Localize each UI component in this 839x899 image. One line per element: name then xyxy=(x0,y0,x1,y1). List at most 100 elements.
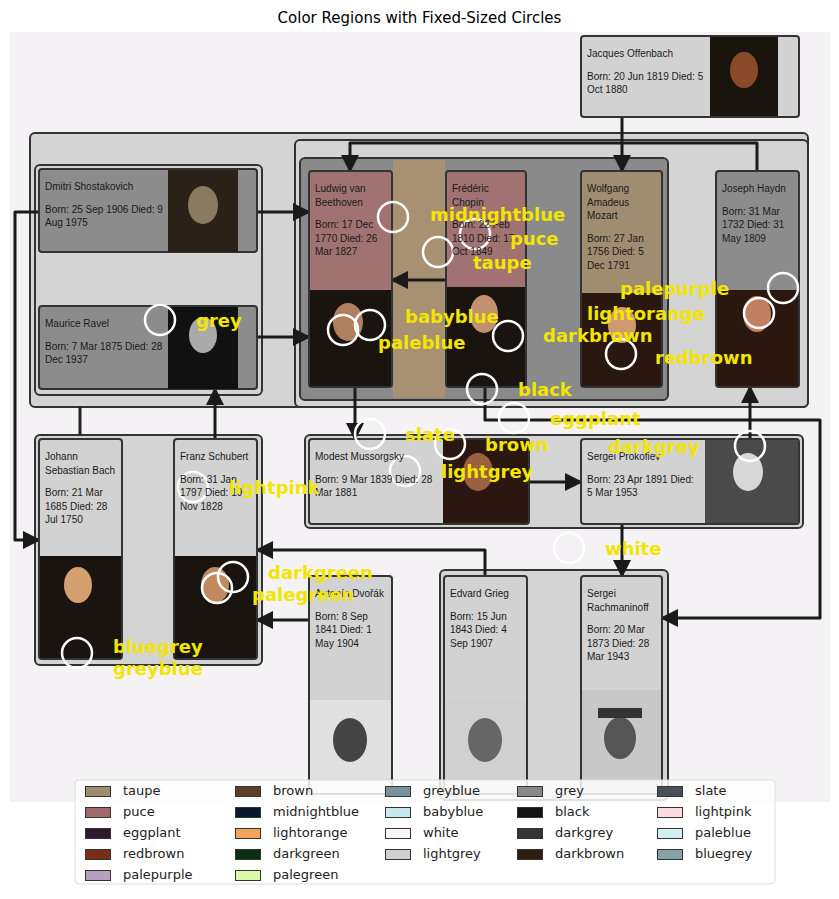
marker-circle xyxy=(328,315,358,345)
color-label: redbrown xyxy=(655,347,753,368)
marker-circle xyxy=(768,273,798,303)
life-dates: Born: 21 Mar 1685 Died: 28 Jul 1750 xyxy=(45,486,118,527)
legend-swatch xyxy=(235,828,261,839)
chart-title: Color Regions with Fixed-Sized Circles xyxy=(0,9,839,27)
composer-name: Modest Mussorgsky xyxy=(315,450,440,464)
color-label: lightorange xyxy=(587,303,705,324)
marker-circle xyxy=(202,573,232,603)
composer-name: Maurice Ravel xyxy=(45,317,167,331)
life-dates: Born: 17 Dec 1770 Died: 26 Mar 1827 xyxy=(315,218,388,259)
composer-name: Joseph Haydn xyxy=(722,182,795,196)
connector xyxy=(258,619,308,622)
group-box xyxy=(300,158,668,400)
connector xyxy=(214,390,217,438)
group-box xyxy=(35,435,262,665)
legend-swatch xyxy=(85,870,111,881)
portrait xyxy=(310,700,391,793)
group-fill xyxy=(393,160,445,398)
portrait xyxy=(445,700,526,793)
connector xyxy=(15,212,38,540)
legend-text: lightorange xyxy=(273,825,348,841)
legend-text: lightpink xyxy=(695,804,751,820)
color-label: lightpink xyxy=(229,477,319,498)
portrait-face xyxy=(333,718,367,762)
color-label: darkbrown xyxy=(543,325,652,346)
legend-text: redbrown xyxy=(123,846,184,862)
group-box xyxy=(30,133,808,407)
legend-text: paleblue xyxy=(695,825,751,841)
color-label: brown xyxy=(485,434,549,455)
marker-circle xyxy=(178,472,208,502)
legend-text: darkgreen xyxy=(273,846,340,862)
portrait-face xyxy=(188,186,218,224)
legend-swatch xyxy=(85,807,111,818)
composer-name: Dmitri Shostakovich xyxy=(45,180,167,194)
legend-swatch xyxy=(517,849,543,860)
legend-swatch xyxy=(235,807,261,818)
text-area: Dmitri ShostakovichBorn: 25 Sep 1906 Die… xyxy=(45,180,167,230)
portrait-hat xyxy=(598,708,642,718)
group-box xyxy=(440,570,668,800)
text-area: Sergei RachmaninoffBorn: 20 Mar 1873 Die… xyxy=(587,587,658,664)
legend-swatch xyxy=(657,807,683,818)
composer-name: Ludwig van Beethoven xyxy=(315,182,388,209)
composer-name: Wolfgang Amadeus Mozart xyxy=(587,182,658,223)
text-area: Sergei ProkofievBorn: 23 Apr 1891 Died: … xyxy=(587,450,702,500)
portrait xyxy=(40,556,121,658)
color-label: slate xyxy=(405,424,455,445)
portrait-face xyxy=(64,567,92,603)
connector xyxy=(530,481,580,484)
legend-swatch xyxy=(85,786,111,797)
marker-circle xyxy=(62,638,92,668)
legend-swatch xyxy=(385,828,411,839)
color-label: darkgrey xyxy=(608,436,700,457)
composer-name: Sergei Rachmaninoff xyxy=(587,587,658,614)
text-area: Johann Sebastian BachBorn: 21 Mar 1685 D… xyxy=(45,450,118,527)
color-label: palegreen xyxy=(252,584,354,605)
text-area: Modest MussorgskyBorn: 9 Mar 1839 Died: … xyxy=(315,450,440,500)
color-label: puce xyxy=(510,228,559,249)
legend-swatch xyxy=(657,849,683,860)
life-dates: Born: 31 Mar 1732 Died: 31 May 1809 xyxy=(722,205,795,246)
legend-text: palepurple xyxy=(123,867,193,883)
composer-name: Jacques Offenbach xyxy=(587,47,709,61)
portrait xyxy=(582,690,661,793)
composer-name: Franz Schubert xyxy=(180,450,253,464)
connector xyxy=(258,336,308,339)
legend-swatch xyxy=(235,870,261,881)
legend-swatch xyxy=(517,828,543,839)
life-dates: Born: 23 Apr 1891 Died: 5 Mar 1953 xyxy=(587,473,702,500)
legend-swatch xyxy=(657,786,683,797)
legend-text: greyblue xyxy=(423,783,480,799)
text-area: Jacques OffenbachBorn: 20 Jun 1819 Died:… xyxy=(587,47,709,97)
marker-circle xyxy=(390,456,420,486)
color-label: black xyxy=(518,379,572,400)
life-dates: Born: 8 Sep 1841 Died: 1 May 1904 xyxy=(315,610,388,651)
portrait xyxy=(705,440,798,523)
life-dates: Born: 27 Jan 1756 Died: 5 Dec 1791 xyxy=(587,232,658,273)
life-dates: Born: 15 Jun 1843 Died: 4 Sep 1907 xyxy=(450,610,523,651)
marker-circle xyxy=(423,237,453,267)
text-area: Joseph HaydnBorn: 31 Mar 1732 Died: 31 M… xyxy=(722,182,795,245)
color-label: greyblue xyxy=(113,658,203,679)
legend-text: midnightblue xyxy=(273,804,359,820)
color-label: midnightblue xyxy=(430,204,565,225)
composer-name: Johann Sebastian Bach xyxy=(45,450,118,477)
marker-circle xyxy=(145,305,175,335)
legend-swatch xyxy=(517,807,543,818)
connector xyxy=(350,143,757,170)
legend-swatch xyxy=(385,786,411,797)
life-dates: Born: 25 Sep 1906 Died: 9 Aug 1975 xyxy=(45,203,167,230)
legend-text: puce xyxy=(123,804,155,820)
portrait xyxy=(168,170,238,252)
color-label: paleblue xyxy=(378,332,466,353)
legend-swatch xyxy=(235,786,261,797)
portrait xyxy=(717,290,798,386)
color-label: taupe xyxy=(473,252,532,273)
portrait-face xyxy=(604,717,636,759)
life-dates: Born: 20 Mar 1873 Died: 28 Mar 1943 xyxy=(587,623,658,664)
legend-text: black xyxy=(555,804,590,820)
text-area: Maurice RavelBorn: 7 Mar 1875 Died: 28 D… xyxy=(45,317,167,367)
group-box xyxy=(295,140,808,407)
legend-text: brown xyxy=(273,783,313,799)
